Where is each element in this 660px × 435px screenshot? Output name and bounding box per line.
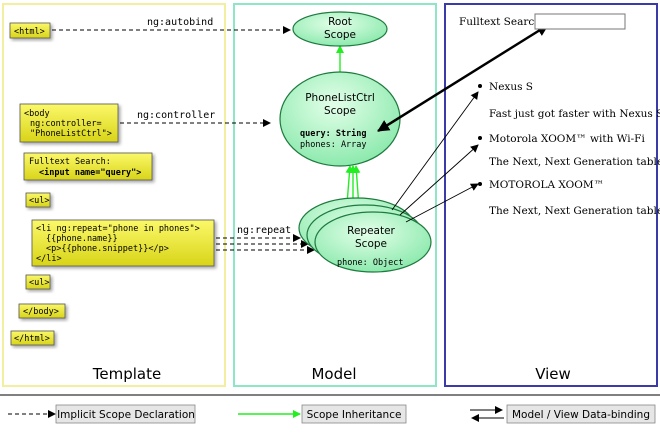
view-item-1-name: Nexus S — [489, 81, 533, 93]
code-body-line2: ng:controller= — [30, 119, 102, 129]
view-item-2-snippet: The Next, Next Generation tablet. — [489, 156, 660, 168]
legend-implicit-label: Implicit Scope Declaration — [57, 409, 195, 421]
legend-implicit-box — [55, 404, 196, 424]
ctrl-scope-line1: PhoneListCtrl — [305, 92, 375, 104]
code-search-line2: <input name="query"> — [39, 167, 141, 178]
code-html-open: <html> — [14, 27, 45, 37]
view-panel — [444, 3, 658, 387]
model-panel — [233, 3, 437, 387]
view-title: View — [535, 365, 571, 383]
legend-binding-label: Model / View Data-binding — [512, 409, 650, 421]
ctrl-scope-prop2: phones: Array — [300, 140, 367, 150]
template-title: Template — [92, 365, 161, 383]
repeater-scope — [314, 211, 432, 273]
code-body-line3: "PhoneListCtrl"> — [30, 129, 112, 139]
code-box-search — [23, 152, 153, 181]
code-box-li — [31, 219, 215, 267]
code-body-close: </body> — [23, 307, 59, 317]
autobind-label: ng:autobind — [147, 17, 213, 28]
view-item-1-snippet: Fast just got faster with Nexus S. — [489, 108, 660, 120]
code-box-body-close — [18, 303, 66, 319]
code-html-close: </html> — [14, 334, 50, 344]
binding-arrow-item-2 — [399, 144, 479, 216]
code-ul-close: <ul> — [29, 278, 49, 288]
root-scope-line1: Root — [328, 16, 352, 28]
ctrl-scope-line2: Scope — [324, 105, 356, 117]
rep-scope-prop: phone: Object — [337, 258, 404, 268]
phonelistctrl-scope — [279, 71, 401, 167]
code-box-html-close — [10, 330, 55, 346]
code-box-html-open — [9, 22, 51, 39]
legend-inheritance-box — [301, 404, 407, 424]
view-item-2-name: Motorola XOOM™ with Wi-Fi — [489, 133, 645, 145]
code-body-line1: <body — [24, 109, 50, 119]
root-scope-line2: Scope — [324, 29, 356, 41]
code-search-line1: Fulltext Search: — [29, 157, 111, 167]
controller-label: ng:controller — [137, 110, 215, 121]
code-li-line1: <li ng:repeat="phone in phones"> — [36, 224, 200, 234]
code-box-ul-open — [25, 192, 51, 208]
code-ul-open: <ul> — [29, 196, 49, 206]
view-item-2-bullet — [478, 136, 482, 140]
view-item-3-name: MOTOROLA XOOM™ — [489, 179, 604, 191]
view-item-1-bullet — [478, 84, 482, 88]
model-title: Model — [311, 365, 356, 383]
rep-scope-line1: Repeater — [347, 225, 395, 237]
binding-arrow-item-3 — [405, 183, 479, 223]
legend-inheritance-label: Scope Inheritance — [307, 409, 402, 421]
view-item-3-snippet: The Next, Next Generation tablet. — [489, 205, 660, 217]
ctrl-scope-prop1: query: String — [300, 128, 367, 139]
query-binding-arrow — [377, 23, 549, 133]
rep-scope-line2: Scope — [355, 238, 387, 250]
view-search-input[interactable] — [534, 13, 626, 30]
repeat-label: ng:repeat — [237, 225, 291, 236]
code-box-body — [19, 103, 119, 143]
code-li-line4: </li> — [36, 254, 62, 264]
view-search-label: Fulltext Search: — [459, 16, 545, 28]
legend-binding-box — [506, 404, 656, 424]
template-panel — [2, 3, 226, 387]
code-li-line3: <p>{{phone.snippet}}</p> — [46, 244, 169, 254]
code-box-ul-close — [25, 274, 51, 290]
view-item-3-bullet — [478, 182, 482, 186]
code-li-line2: {{phone.name}} — [46, 234, 118, 244]
